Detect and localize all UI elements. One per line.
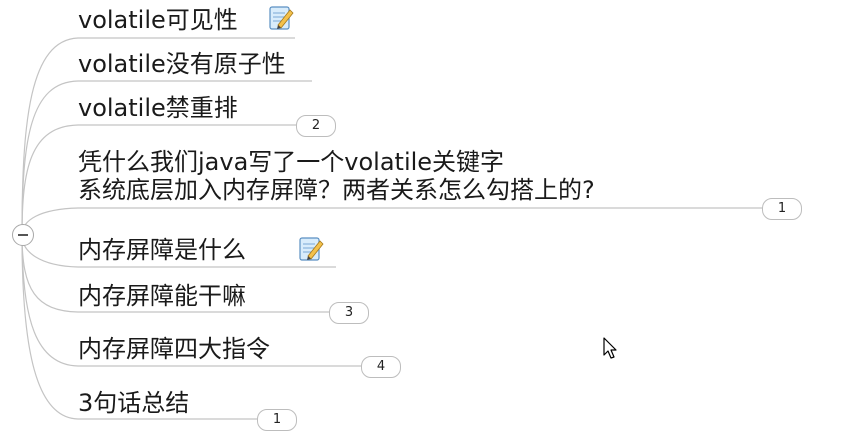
- subtopic-count-badge[interactable]: 4: [361, 356, 401, 378]
- branch-connector: [21, 234, 258, 420]
- topic-three-sentence-summary[interactable]: 3句话总结: [78, 389, 189, 417]
- topic-label-line-1: 凭什么我们java写了一个volatile关键字: [78, 148, 505, 176]
- subtopic-count-badge[interactable]: 3: [329, 302, 369, 324]
- notepad-pencil-icon[interactable]: [298, 236, 324, 262]
- branch-connector: [21, 80, 312, 236]
- mouse-pointer-icon: [603, 337, 617, 359]
- topic-volatile-no-atomicity[interactable]: volatile没有原子性: [78, 50, 286, 78]
- collapse-minus-icon[interactable]: [12, 224, 34, 246]
- topic-label: 内存屏障能干嘛: [78, 282, 246, 310]
- subtopic-count-badge[interactable]: 1: [257, 409, 297, 431]
- subtopic-count-badge[interactable]: 1: [762, 198, 802, 220]
- topic-label-line-2: 系统底层加入内存屏障？两者关系怎么勾搭上的?: [78, 176, 595, 204]
- topic-label: volatile禁重排: [78, 94, 238, 122]
- branch-connector: [21, 124, 298, 236]
- topic-label: 内存屏障四大指令: [78, 335, 270, 363]
- topic-what-memory-barrier-does[interactable]: 内存屏障能干嘛: [78, 282, 246, 310]
- topic-label: volatile可见性: [78, 6, 238, 34]
- topic-label: volatile没有原子性: [78, 50, 286, 78]
- topic-what-is-memory-barrier[interactable]: 内存屏障是什么: [78, 236, 246, 264]
- topic-memory-barrier-four-instructions[interactable]: 内存屏障四大指令: [78, 335, 270, 363]
- subtopic-count-badge[interactable]: 2: [296, 115, 336, 137]
- branch-connector: [21, 207, 765, 236]
- topic-volatile-no-reorder[interactable]: volatile禁重排: [78, 94, 238, 122]
- topic-volatile-visibility[interactable]: volatile可见性: [78, 6, 238, 34]
- topic-java-volatile-memory-barrier-relation[interactable]: 凭什么我们java写了一个volatile关键字 系统底层加入内存屏障？两者关系…: [78, 148, 595, 204]
- notepad-pencil-icon[interactable]: [268, 5, 294, 31]
- topic-label: 内存屏障是什么: [78, 236, 246, 264]
- topic-label: 3句话总结: [78, 389, 190, 417]
